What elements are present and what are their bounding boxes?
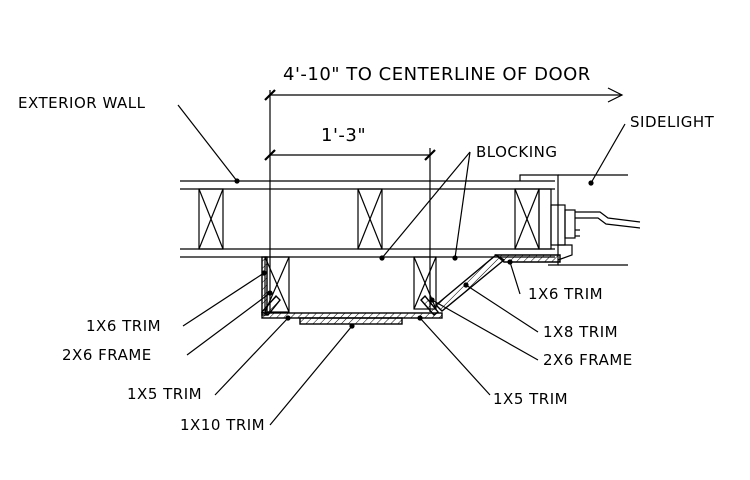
trim-offset-dimension	[264, 148, 436, 312]
right-1x6-trim-label: 1X6 TRIM	[528, 285, 603, 303]
leader-lines	[177, 104, 626, 426]
overall-dimension-label: 4'-10" TO CENTERLINE OF DOOR	[283, 64, 591, 85]
sidelight-frame	[519, 174, 641, 266]
overall-dimension	[264, 87, 624, 312]
wall-stud-middle	[357, 188, 383, 250]
right-1x8-trim-label: 1X8 TRIM	[543, 323, 618, 341]
exterior-wall	[180, 180, 555, 258]
blocking-label: BLOCKING	[476, 143, 558, 161]
trim-offset-dimension-label: 1'-3"	[321, 125, 366, 146]
right-2x6-frame-label: 2X6 FRAME	[543, 351, 633, 369]
wall-stud-left	[198, 188, 224, 250]
left-1x6-trim-label: 1X6 TRIM	[86, 317, 161, 335]
left-2x6-frame-label: 2X6 FRAME	[62, 346, 152, 364]
sidelight-label: SIDELIGHT	[630, 113, 715, 131]
left-1x5-trim-label: 1X5 TRIM	[127, 385, 202, 403]
right-1x5-trim-label: 1X5 TRIM	[493, 390, 568, 408]
right-1x6-trim	[494, 254, 561, 263]
bottom-1x10-trim	[299, 317, 403, 325]
wall-stud-right	[514, 188, 552, 250]
bottom-1x10-trim-label: 1X10 TRIM	[180, 416, 265, 434]
exterior-wall-label: EXTERIOR WALL	[18, 94, 146, 112]
